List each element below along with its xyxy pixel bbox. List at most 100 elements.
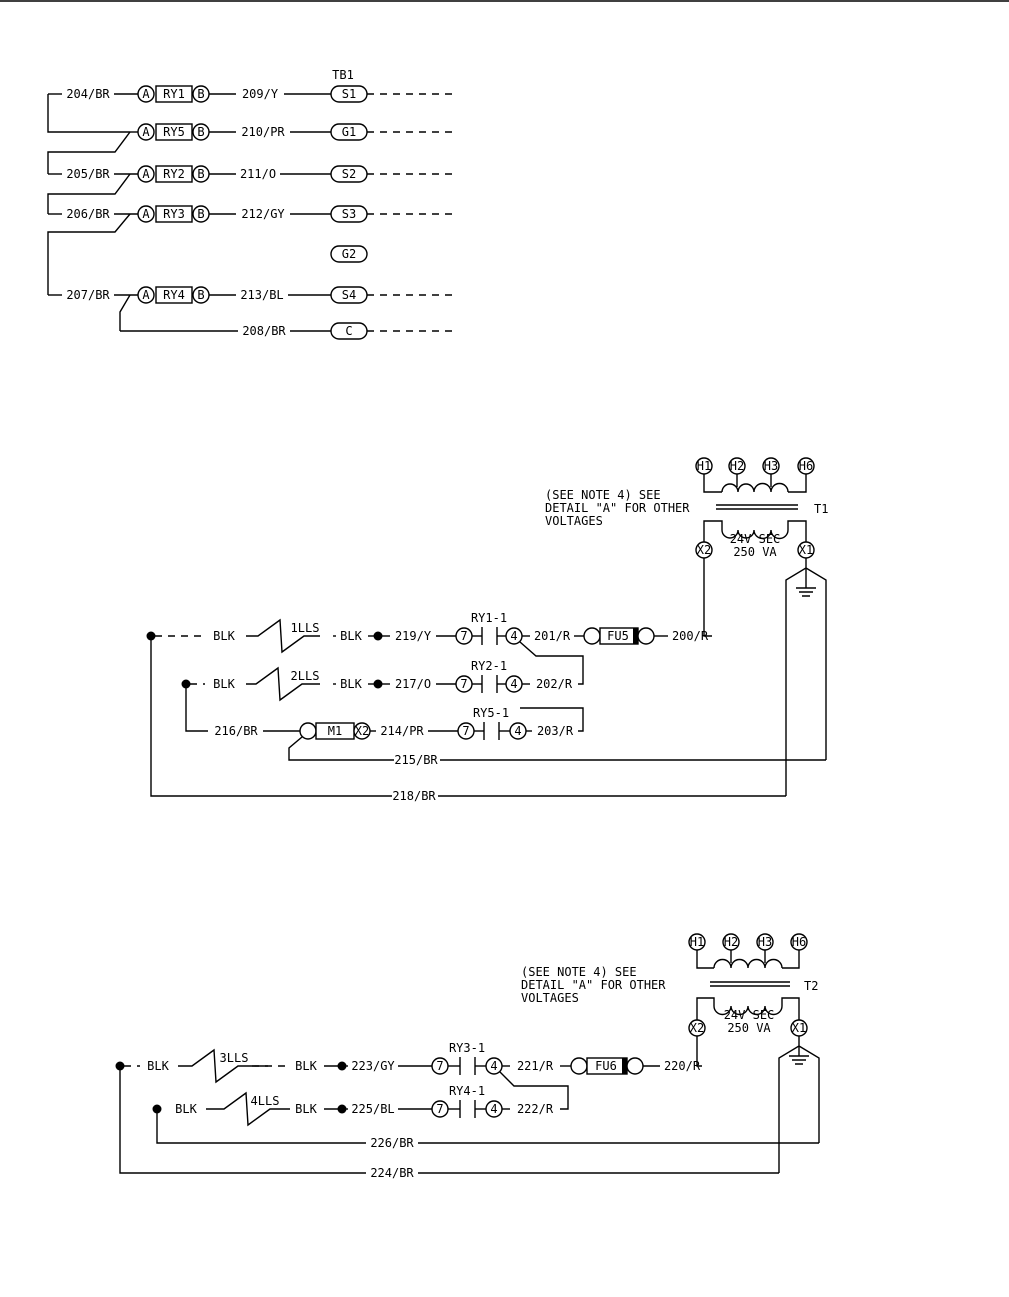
relay-label: RY5 [163,125,185,139]
wire-label: 203/R [537,724,574,738]
wire-label: 218/BR [392,789,436,803]
contact-label: RY1-1 [471,611,507,625]
svg-text:A: A [142,207,150,221]
wire-label: 205/BR [66,167,110,181]
relay-pin-a: A [142,87,150,101]
transformer-label: T1 [814,502,828,516]
wire-label: 210/PR [241,125,285,139]
svg-text:B: B [197,288,204,302]
wire-label: 209/Y [242,87,279,101]
wire-label: 204/BR [66,87,110,101]
circuit-t1: H1 H2 H3 H6 T1 24V SEC 250 VA X2 X1 (SEE… [146,457,828,803]
tap-label: H3 [764,459,778,473]
contact-label: RY3-1 [449,1041,485,1055]
switch-label: 4LLS [251,1094,280,1108]
wire-label: 202/R [536,677,573,691]
wire-label: 207/BR [66,288,110,302]
x1-split [778,1036,820,1173]
wire-label: 200/R [672,629,709,643]
wire-label: BLK [213,629,235,643]
terminal-label: S4 [342,288,356,302]
wire-label: 222/R [517,1102,554,1116]
note-text: VOLTAGES [521,991,579,1005]
relay-label: RY3 [163,207,185,221]
terminal-label: G2 [342,247,356,261]
wire-label: 201/R [534,629,571,643]
tap-label: H3 [758,935,772,949]
terminal-label: S1 [342,87,356,101]
tap-label: H6 [799,459,813,473]
wire-label: 225/BL [351,1102,394,1116]
secondary-rating: 24V SEC [724,1008,775,1022]
tap-label: H6 [792,935,806,949]
contact-pin: 4 [510,629,517,643]
switch-label: 2LLS [291,669,320,683]
secondary-rating: 250 VA [733,545,777,559]
wire-label: BLK [295,1102,317,1116]
wire-label: 223/GY [351,1059,395,1073]
note-text: (SEE NOTE 4) SEE [521,965,637,979]
svg-text:B: B [197,167,204,181]
terminal-label: C [345,324,352,338]
relay-panel: TB1 204/BR A RY1 B 209/Y S1 A RY5 B 210/… [47,68,458,340]
wire-label: 211/O [240,167,276,181]
wire-label: BLK [340,677,362,691]
tap-label: H1 [690,935,704,949]
contact-pin: 4 [514,724,521,738]
terminal-label: X2 [690,1021,704,1035]
x1-split [785,558,827,796]
wire-label: 219/Y [395,629,432,643]
relay-label: RY1 [163,87,185,101]
wire-label: 217/O [395,677,431,691]
fuse-label: FU6 [595,1059,617,1073]
terminal-label: X2 [697,543,711,557]
wire-label: 220/R [664,1059,701,1073]
wire-label: BLK [295,1059,317,1073]
switch-label: 3LLS [220,1051,249,1065]
terminal-label: G1 [342,125,356,139]
wire-label: 208/BR [242,324,286,338]
relay-pin-b: B [197,87,204,101]
contact-pin: 4 [510,677,517,691]
switch-label: 1LLS [291,621,320,635]
terminal-label: X1 [792,1021,806,1035]
svg-text:A: A [142,288,150,302]
contact-pin: 7 [436,1102,443,1116]
note-text: VOLTAGES [545,514,603,528]
motor-label: M1 [328,724,342,738]
contact-pin: 7 [460,677,467,691]
wire-label: BLK [175,1102,197,1116]
wire-label: 215/BR [394,753,438,767]
wire-label: 226/BR [370,1136,414,1150]
fuse-label: FU5 [607,629,629,643]
note-text: (SEE NOTE 4) SEE [545,488,661,502]
terminal-label: X1 [799,543,813,557]
contact-pin: 4 [490,1102,497,1116]
wire-label: 221/R [517,1059,554,1073]
ground-icon [789,1046,809,1065]
wire-label: 212/GY [241,207,285,221]
contact-pin: 7 [462,724,469,738]
contact-label: RY4-1 [449,1084,485,1098]
tap-label: H2 [730,459,744,473]
svg-text:A: A [142,125,150,139]
tap-label: H2 [724,935,738,949]
wire-label: BLK [213,677,235,691]
motor-terminal: X2 [355,724,369,738]
tap-label: H1 [697,459,711,473]
terminal-label: S3 [342,207,356,221]
relay-label: RY2 [163,167,185,181]
contact-label: RY2-1 [471,659,507,673]
wire-label: 206/BR [66,207,110,221]
wire-label: 216/BR [214,724,258,738]
transformer-label: T2 [804,979,818,993]
secondary-rating: 24V SEC [730,532,781,546]
note-text: DETAIL "A" FOR OTHER [521,978,666,992]
note-text: DETAIL "A" FOR OTHER [545,501,690,515]
svg-text:B: B [197,207,204,221]
svg-text:B: B [197,125,204,139]
circuit-t2: H1 H2 H3 H6 T2 24V SEC 250 VA X2 X1 (SEE… [115,933,820,1180]
svg-text:A: A [142,167,150,181]
contact-pin: 7 [460,629,467,643]
